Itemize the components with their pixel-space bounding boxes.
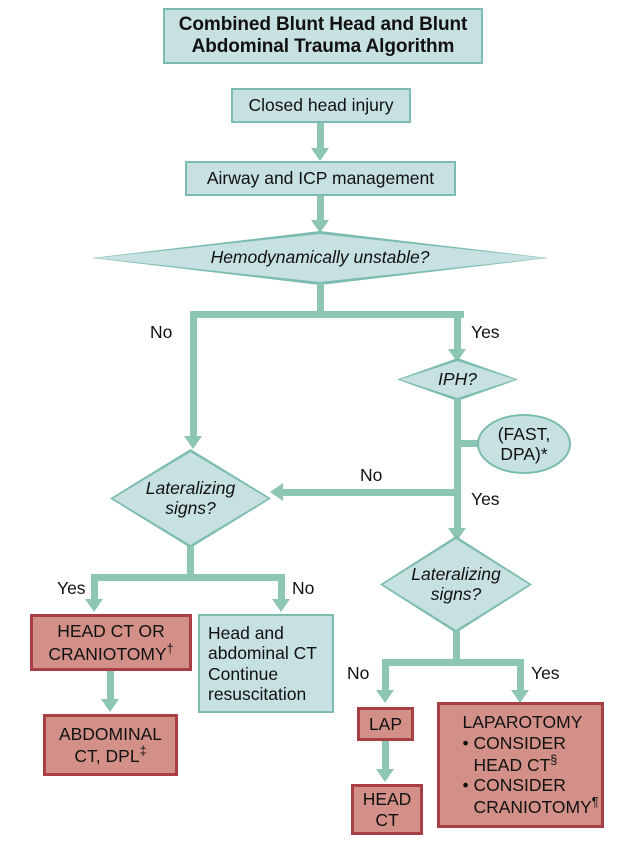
connector-lat-left-stem	[187, 546, 194, 578]
arrowhead-airway-to-unstable	[311, 220, 329, 233]
node-airway-icp-management: Airway and ICP management	[185, 161, 456, 196]
decision-iph: IPH?	[397, 358, 518, 401]
node-head-abdominal-ct-line-4: resuscitation	[208, 683, 307, 704]
connector-iph-stem	[454, 399, 461, 533]
diagram-title-line-2: Abdominal Trauma Algorithm	[191, 36, 455, 57]
decision-lateralizing-signs-right: Lateralizing signs?	[380, 536, 532, 633]
node-head-abdominal-ct-line-1: Head and	[208, 622, 284, 643]
node-closed-head-injury-label: Closed head injury	[248, 95, 394, 116]
connector-lat-right-yes-down	[517, 659, 524, 692]
arrowhead-headct-to-abdominalct	[101, 699, 119, 712]
node-closed-head-injury: Closed head injury	[231, 88, 411, 123]
connector-lat-left-yes-down	[91, 574, 98, 601]
connector-chi-to-airway	[317, 123, 324, 150]
node-head-ct-or-craniotomy: HEAD CT OR CRANIOTOMY†	[30, 614, 192, 671]
arrowhead-lat-right-yes	[511, 690, 529, 703]
edge-label-lat-right-no: No	[347, 663, 370, 683]
lat-left-line-2: signs?	[165, 497, 216, 518]
edge-label-iph-yes: Yes	[471, 489, 500, 509]
edge-label-unstable-no: No	[150, 322, 173, 342]
diagram-title: Combined Blunt Head and Blunt Abdominal …	[163, 8, 483, 64]
node-lap-label: LAP	[368, 713, 403, 734]
edge-label-iph-no: No	[360, 465, 383, 485]
node-head-abdominal-ct-line-3: Continue	[208, 663, 279, 684]
decision-lateralizing-signs-left-label: Lateralizing signs?	[140, 477, 242, 519]
connector-headct-to-abdominalct	[107, 671, 114, 701]
node-lap: LAP	[357, 707, 414, 741]
node-fast-dpa: (FAST, DPA)*	[477, 414, 571, 474]
connector-unstable-no-down	[190, 311, 197, 438]
decision-iph-label: IPH?	[438, 368, 477, 389]
node-laparotomy-bullet-1: • CONSIDER HEAD CT§	[462, 732, 566, 775]
footnote-mark-dagger: †	[166, 641, 174, 656]
node-head-ct: HEAD CT	[351, 784, 423, 835]
connector-lat-left-split-bar	[91, 574, 285, 581]
arrowhead-unstable-no	[184, 436, 202, 449]
node-head-ct-line-2: CT	[375, 809, 399, 830]
arrowhead-lap-to-headct	[376, 769, 394, 782]
arrowhead-iph-yes	[448, 528, 466, 541]
node-fast-dpa-line-2: DPA)*	[500, 444, 548, 464]
node-head-abdominal-ct-line-2: abdominal CT	[208, 643, 317, 664]
node-laparotomy-header: LAPAROTOMY	[462, 712, 583, 733]
node-head-ct-line-1: HEAD	[362, 789, 412, 810]
connector-lap-to-headct	[382, 741, 389, 771]
node-abdominal-ct-dpl-line-2: CT, DPL‡	[74, 744, 147, 766]
node-fast-dpa-line-1: (FAST,	[497, 423, 551, 444]
arrowhead-lat-right-no	[376, 690, 394, 703]
footnote-mark-double-dagger: ‡	[139, 744, 147, 759]
footnote-mark-section: §	[550, 753, 558, 768]
connector-unstable-split-bar	[190, 311, 464, 318]
arrowhead-iph-no	[270, 483, 283, 501]
edge-label-lat-left-yes: Yes	[57, 578, 86, 598]
arrowhead-chi-to-airway	[311, 148, 329, 161]
node-airway-icp-label: Airway and ICP management	[206, 168, 435, 189]
connector-unstable-yes-down	[454, 311, 461, 352]
node-abdominal-ct-dpl-line-1: ABDOMINAL	[58, 723, 163, 744]
connector-lat-right-stem	[453, 631, 460, 663]
lat-right-line-1: Lateralizing	[411, 563, 501, 584]
decision-lateralizing-signs-left: Lateralizing signs?	[110, 449, 271, 548]
connector-lat-right-no-down	[382, 659, 389, 692]
arrowhead-unstable-yes	[448, 349, 466, 362]
edge-label-lat-right-yes: Yes	[531, 663, 560, 683]
connector-unstable-stem	[317, 283, 324, 314]
node-laparotomy-content: LAPAROTOMY • CONSIDER HEAD CT§ • CONSIDE…	[442, 712, 598, 817]
footnote-mark-pilcrow: ¶	[591, 795, 599, 810]
node-head-abdominal-ct-continue-resuscitation: Head and abdominal CT Continue resuscita…	[198, 614, 334, 713]
edge-label-unstable-yes: Yes	[471, 322, 500, 342]
decision-hemodynamically-unstable: Hemodynamically unstable?	[92, 231, 548, 285]
edge-label-lat-left-no: No	[292, 578, 315, 598]
diagram-title-line-1: Combined Blunt Head and Blunt	[178, 13, 468, 35]
decision-lateralizing-signs-right-label: Lateralizing signs?	[405, 563, 507, 605]
node-head-ct-or-craniotomy-line-1: HEAD CT OR	[57, 621, 165, 642]
connector-airway-to-unstable	[317, 196, 324, 222]
node-head-ct-or-craniotomy-line-2: CRANIOTOMY†	[48, 641, 174, 664]
node-laparotomy-bullet-2: • CONSIDER CRANIOTOMY¶	[462, 775, 599, 818]
decision-hemodynamically-unstable-label: Hemodynamically unstable?	[210, 247, 430, 268]
arrowhead-lat-left-yes	[85, 599, 103, 612]
node-abdominal-ct-dpl: ABDOMINAL CT, DPL‡	[43, 714, 178, 776]
arrowhead-lat-left-no	[272, 599, 290, 612]
lat-left-line-1: Lateralizing	[145, 477, 236, 498]
connector-lat-left-no-down	[278, 574, 285, 601]
connector-iph-no-horizontal	[283, 489, 458, 496]
connector-lat-right-split-bar	[382, 659, 524, 666]
connector-iph-to-fast-dpa	[458, 440, 481, 447]
node-laparotomy: LAPAROTOMY • CONSIDER HEAD CT§ • CONSIDE…	[437, 702, 604, 828]
lat-right-line-2: signs?	[430, 583, 482, 604]
